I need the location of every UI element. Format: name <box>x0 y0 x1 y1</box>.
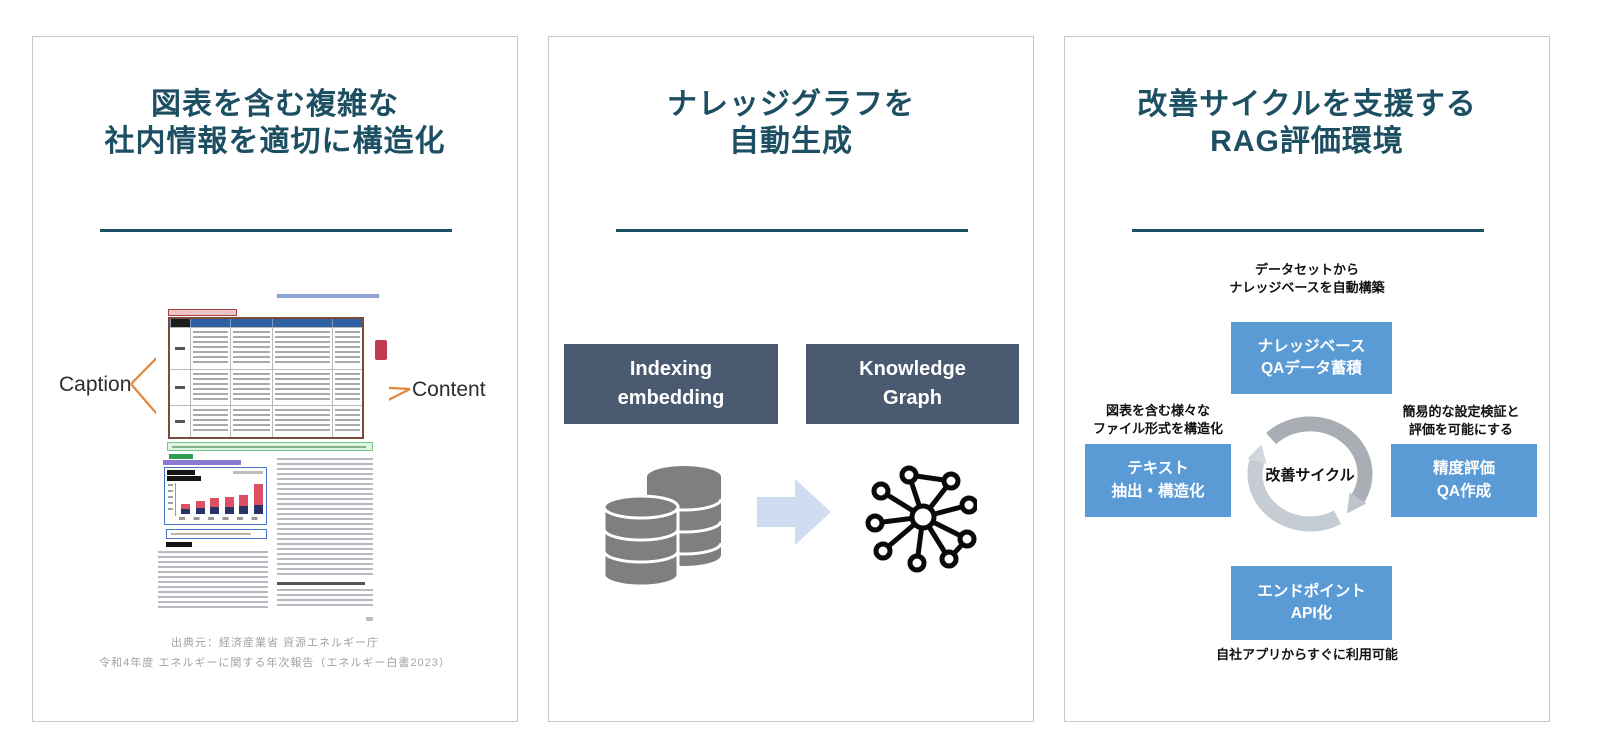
table-cell <box>272 327 332 369</box>
caption-label: Caption <box>59 373 132 396</box>
panel-rag-evaluation: 改善サイクルを支援する RAG評価環境 データセットから ナレッジベースを自動構… <box>1064 36 1550 722</box>
knowledge-graph-box: Knowledge Graph <box>806 344 1019 424</box>
chart-y-axis-ticks <box>168 484 173 514</box>
title-divider <box>100 229 452 232</box>
doc-label-chip <box>166 542 192 547</box>
document-annotation-figure: Caption Content <box>33 37 517 721</box>
doc-chart-source-box <box>166 529 267 539</box>
table-cell <box>332 319 362 327</box>
table-cell <box>170 319 190 327</box>
evaluation-note: 簡易的な設定検証と 評価を可能にする <box>1402 404 1520 437</box>
panel-title: 図表を含む複雑な 社内情報を適切に構造化 <box>104 88 446 158</box>
arrow-right-icon <box>757 479 831 545</box>
indexing-embedding-box: Indexing embedding <box>564 344 778 424</box>
source-citation: 出典元：経済産業省 資源エネルギー庁 令和4年度 エネルギーに関する年次報告（エ… <box>99 637 451 670</box>
knowledge-graph-network-icon <box>865 465 977 573</box>
stacked-bar <box>210 498 219 514</box>
table-cell <box>190 327 230 369</box>
circular-cycle-arrows-icon <box>1247 416 1373 532</box>
table-cell <box>190 369 230 405</box>
doc-body-text-left <box>158 551 268 609</box>
doc-body-text-right <box>277 458 373 610</box>
stacked-bar <box>224 497 234 514</box>
table-cell <box>230 319 272 327</box>
table-cell <box>230 369 272 405</box>
database-cylinders-icon <box>602 466 723 587</box>
table-cell <box>332 369 362 405</box>
panel-knowledge-graph: ナレッジグラフを 自動生成 Indexing embedding Knowled… <box>548 36 1034 722</box>
chart-legend <box>233 471 263 474</box>
panel-title: 改善サイクルを支援する RAG評価環境 <box>1137 88 1477 158</box>
stacked-bar <box>181 504 190 514</box>
table-cell <box>272 405 332 437</box>
dataset-note: データセットから ナレッジベースを自動構築 <box>1229 262 1385 295</box>
doc-bar-chart <box>164 467 267 525</box>
table-cell <box>272 319 332 327</box>
doc-header-text <box>277 294 379 298</box>
table-cell <box>332 327 362 369</box>
chart-y-axis <box>175 483 176 516</box>
doc-green-label <box>169 454 193 459</box>
doc-table <box>168 317 364 439</box>
content-label: Content <box>412 378 486 401</box>
stacked-bar <box>253 484 263 514</box>
doc-chapter-tab <box>375 340 387 360</box>
accuracy-evaluation-box: 精度評価 QA作成 <box>1391 444 1537 517</box>
table-cell <box>230 327 272 369</box>
table-cell <box>230 405 272 437</box>
title-divider <box>616 229 968 232</box>
chart-label-chip <box>167 470 195 475</box>
doc-table-caption-highlight <box>168 309 237 316</box>
doc-section-heading <box>277 582 365 585</box>
stacked-bar <box>239 495 248 514</box>
table-cell <box>170 327 190 369</box>
chart-x-labels <box>179 517 263 520</box>
document-page-thumbnail <box>156 289 389 629</box>
improvement-cycle-label: 改善サイクル <box>1265 466 1355 484</box>
file-format-note: 図表を含む様々な ファイル形式を構造化 <box>1092 403 1223 436</box>
doc-chart-caption-highlight <box>163 460 241 465</box>
panel-structuring: 図表を含む複雑な 社内情報を適切に構造化 Caption Content <box>32 36 518 722</box>
knowledge-base-qa-box: ナレッジベース QAデータ蓄積 <box>1231 322 1392 394</box>
text-extraction-box: テキスト 抽出・構造化 <box>1085 444 1231 517</box>
panel-title: ナレッジグラフを 自動生成 <box>667 88 915 158</box>
doc-page-number <box>366 617 373 621</box>
table-cell <box>190 405 230 437</box>
chart-label-chip <box>167 476 201 481</box>
stacked-bar <box>195 501 205 514</box>
table-cell <box>170 369 190 405</box>
doc-footnote-highlight <box>167 442 373 451</box>
endpoint-api-box: エンドポイント API化 <box>1231 566 1392 640</box>
app-usage-note: 自社アプリからすぐに利用可能 <box>1216 647 1398 662</box>
table-cell <box>190 319 230 327</box>
title-divider <box>1132 229 1484 232</box>
table-cell <box>272 369 332 405</box>
table-cell <box>332 405 362 437</box>
table-cell <box>170 405 190 437</box>
